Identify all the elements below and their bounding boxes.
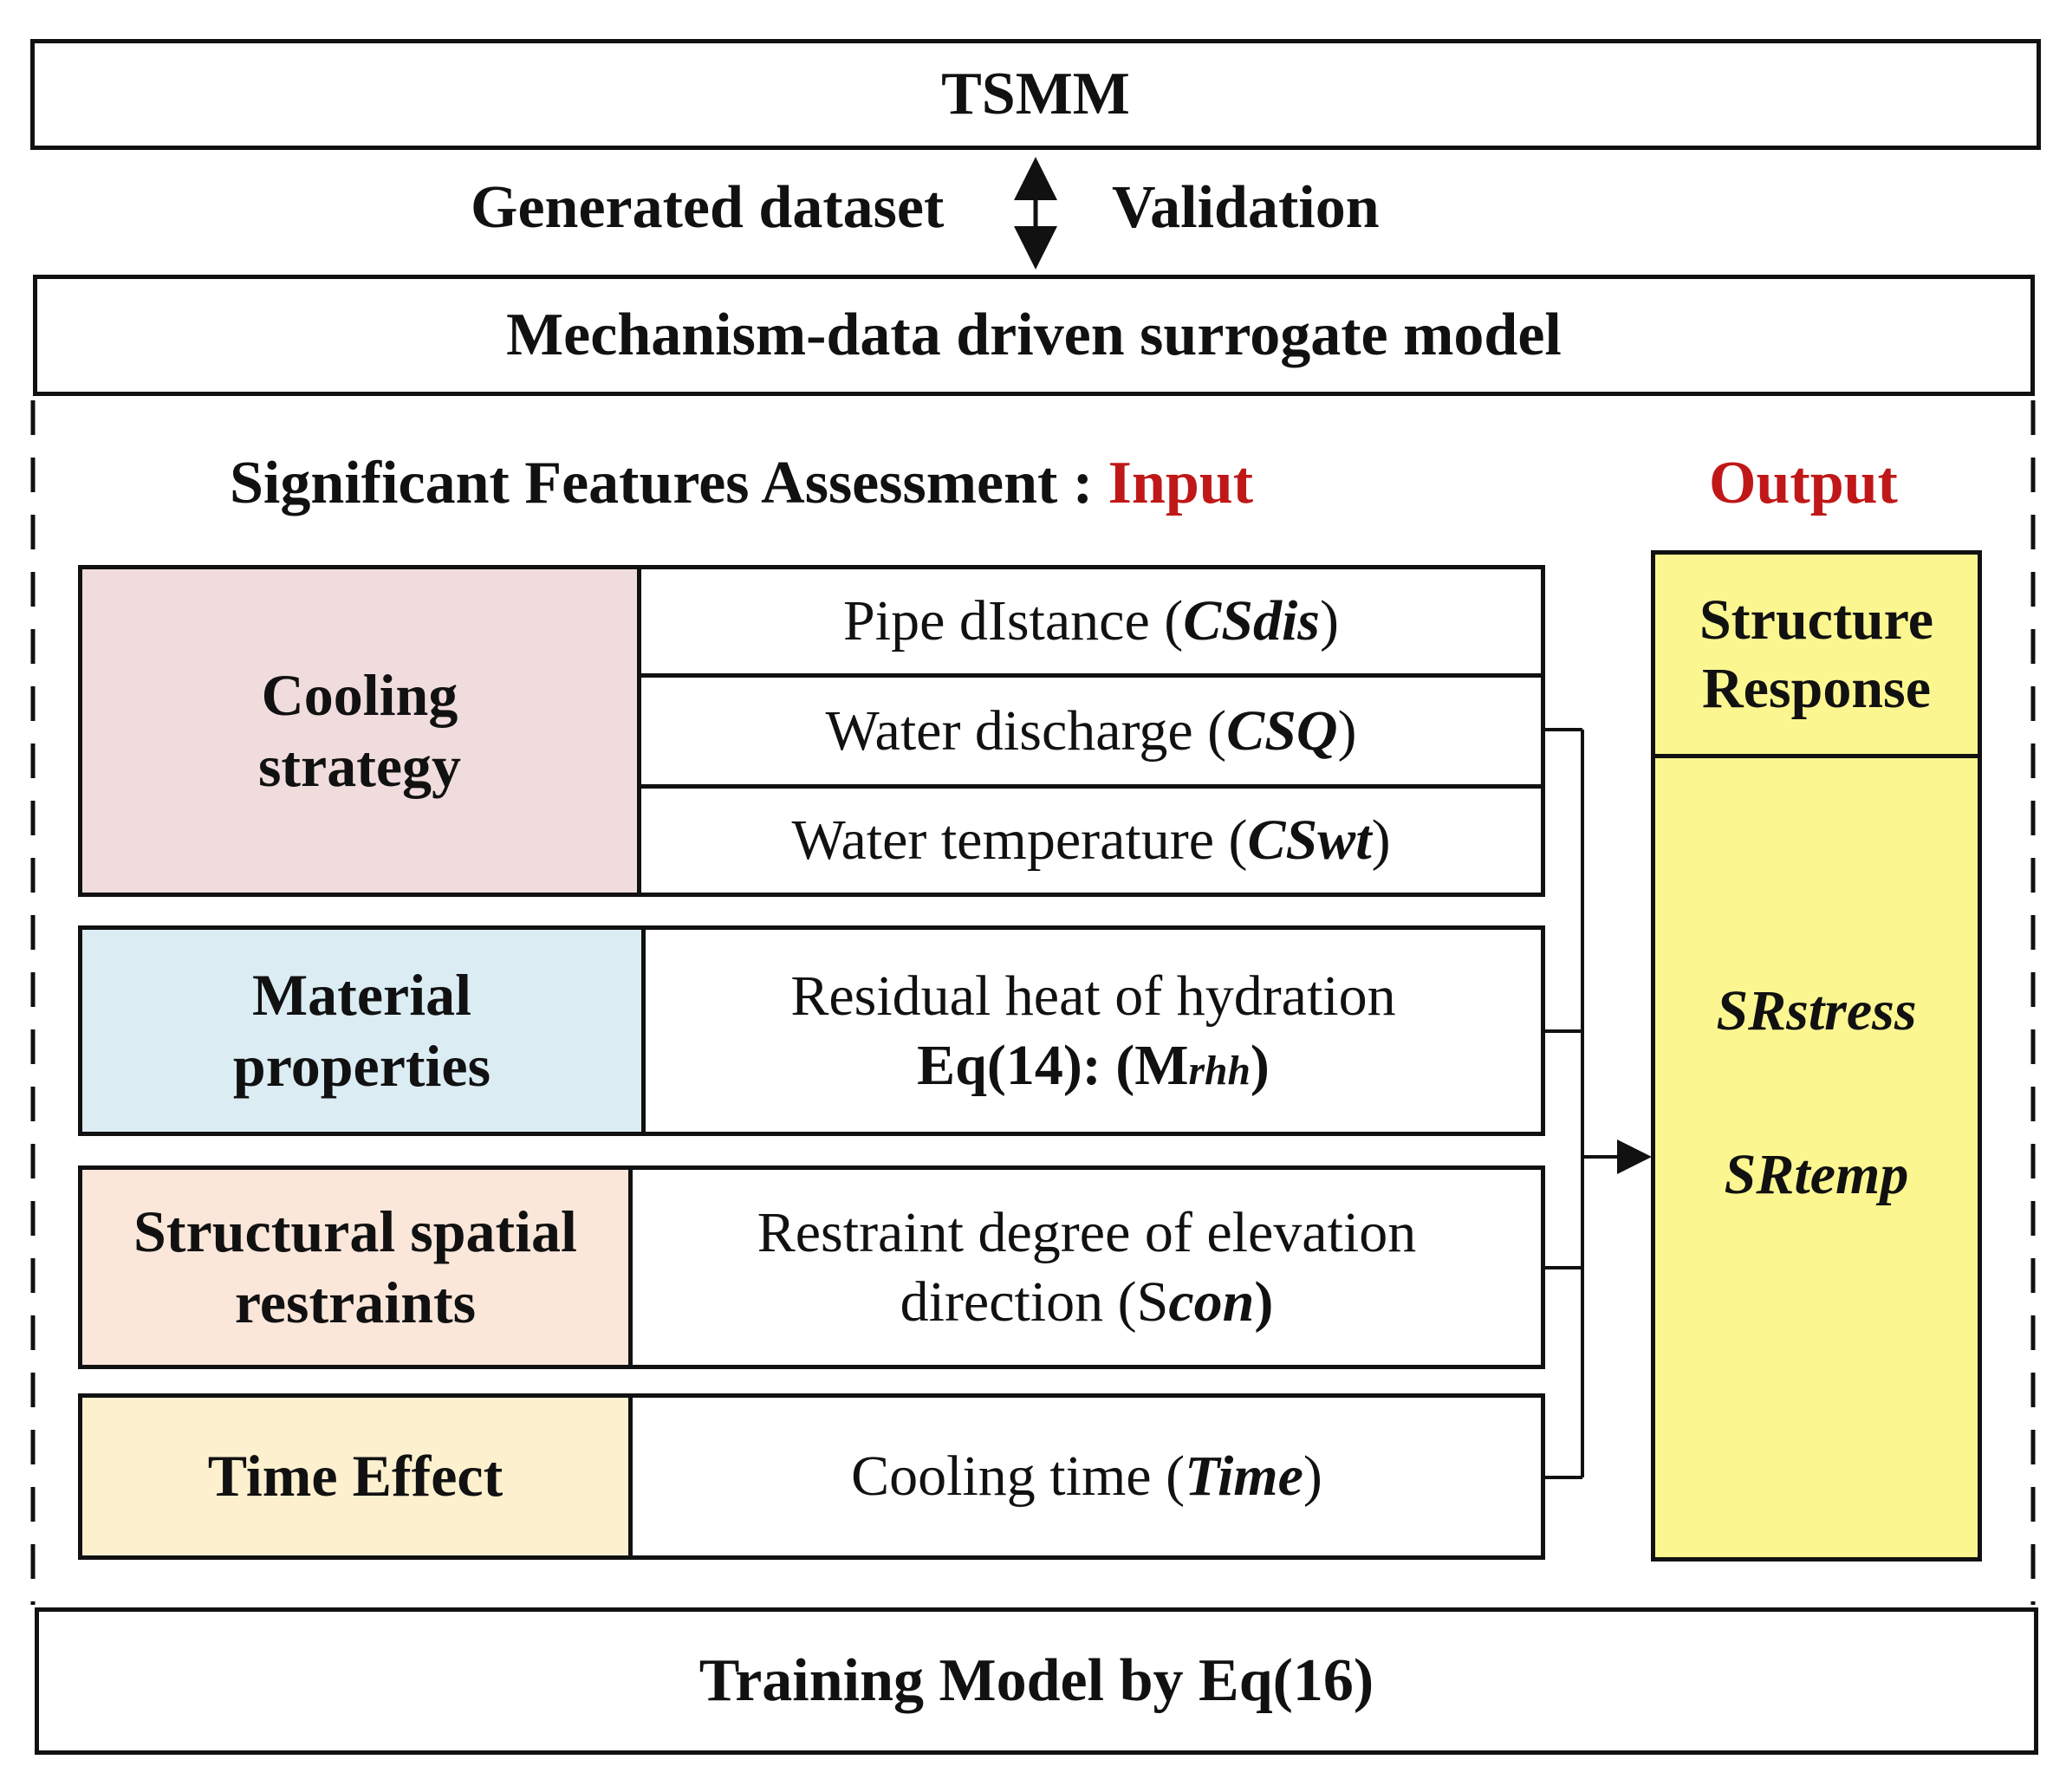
feature-symbol: CSdis [1183,589,1320,653]
tsmm-box: TSMM [30,39,2041,150]
surrogate-model-title: Mechanism-data driven surrogate model [506,302,1562,368]
feature-pipe-distance: Pipe dIstance (CSdis) [637,565,1545,678]
input-label: Input [1108,450,1254,516]
feature-line2-pre: direction (S [900,1269,1169,1334]
feature-restraint-degree: Restraint degree of elevation direction … [628,1165,1545,1369]
feature-line2-it: con [1168,1269,1255,1334]
feature-symbol: CSwt [1247,808,1372,873]
category-material-properties: Material properties [78,925,646,1136]
feature-text: Water discharge ( [825,698,1227,763]
feature-close: ) [1319,589,1339,653]
feature-text: Water temperature ( [791,808,1248,873]
feature-line1: Residual heat of hydration [790,964,1396,1029]
surrogate-model-box: Mechanism-data driven surrogate model [33,275,2035,396]
category-label: Time Effect [207,1443,504,1510]
category-label: Structural spatial restraints [133,1198,577,1335]
feature-text: Cooling time ( [851,1445,1186,1509]
feature-water-temperature: Water temperature (CSwt) [637,784,1545,897]
generated-dataset-label: Generated dataset [471,174,945,241]
feature-close: ) [1371,808,1391,873]
feature-line1: Restraint degree of elevation [757,1201,1417,1265]
output-label: Output [1709,450,1898,516]
feature-water-discharge: Water discharge (CSQ) [637,673,1545,789]
training-model-title: Training Model by Eq(16) [698,1647,1374,1714]
training-model-box: Training Model by Eq(16) [35,1607,2038,1755]
feature-line2-sub: rhh [1188,1048,1251,1094]
feature-close: ) [1337,698,1357,763]
output-items: SRstress SRtemp [1651,754,1982,1562]
validation-label: Validation [1112,174,1380,241]
output-sr-temp: SRtemp [1724,1143,1909,1206]
feature-residual-heat: Residual heat of hydration Eq(14): (Mrhh… [641,925,1545,1136]
category-cooling-strategy: Cooling strategy [78,565,641,897]
feature-close: ) [1303,1445,1322,1509]
tsmm-title: TSMM [941,61,1130,127]
output-header-text: Structure Response [1699,588,1934,720]
feature-line2-close: ) [1250,1033,1270,1097]
feature-line2-pre: Eq(14): (M [917,1033,1189,1097]
category-time-effect: Time Effect [78,1393,633,1560]
feature-text: Pipe dIstance ( [843,589,1184,653]
assessment-heading: Significant Features Assessment : Input [230,449,1253,518]
feature-symbol: Time [1185,1445,1303,1509]
output-header: Structure Response [1651,550,1982,758]
category-structural-restraints: Structural spatial restraints [78,1165,633,1369]
category-label: Material properties [232,961,491,1099]
feature-line2-close: ) [1254,1269,1274,1334]
category-label: Cooling strategy [257,661,462,799]
output-sr-stress: SRstress [1716,978,1917,1042]
assessment-heading-text: Significant Features Assessment : [230,450,1094,516]
feature-symbol: CSQ [1226,698,1338,763]
feature-cooling-time: Cooling time (Time) [628,1393,1545,1560]
